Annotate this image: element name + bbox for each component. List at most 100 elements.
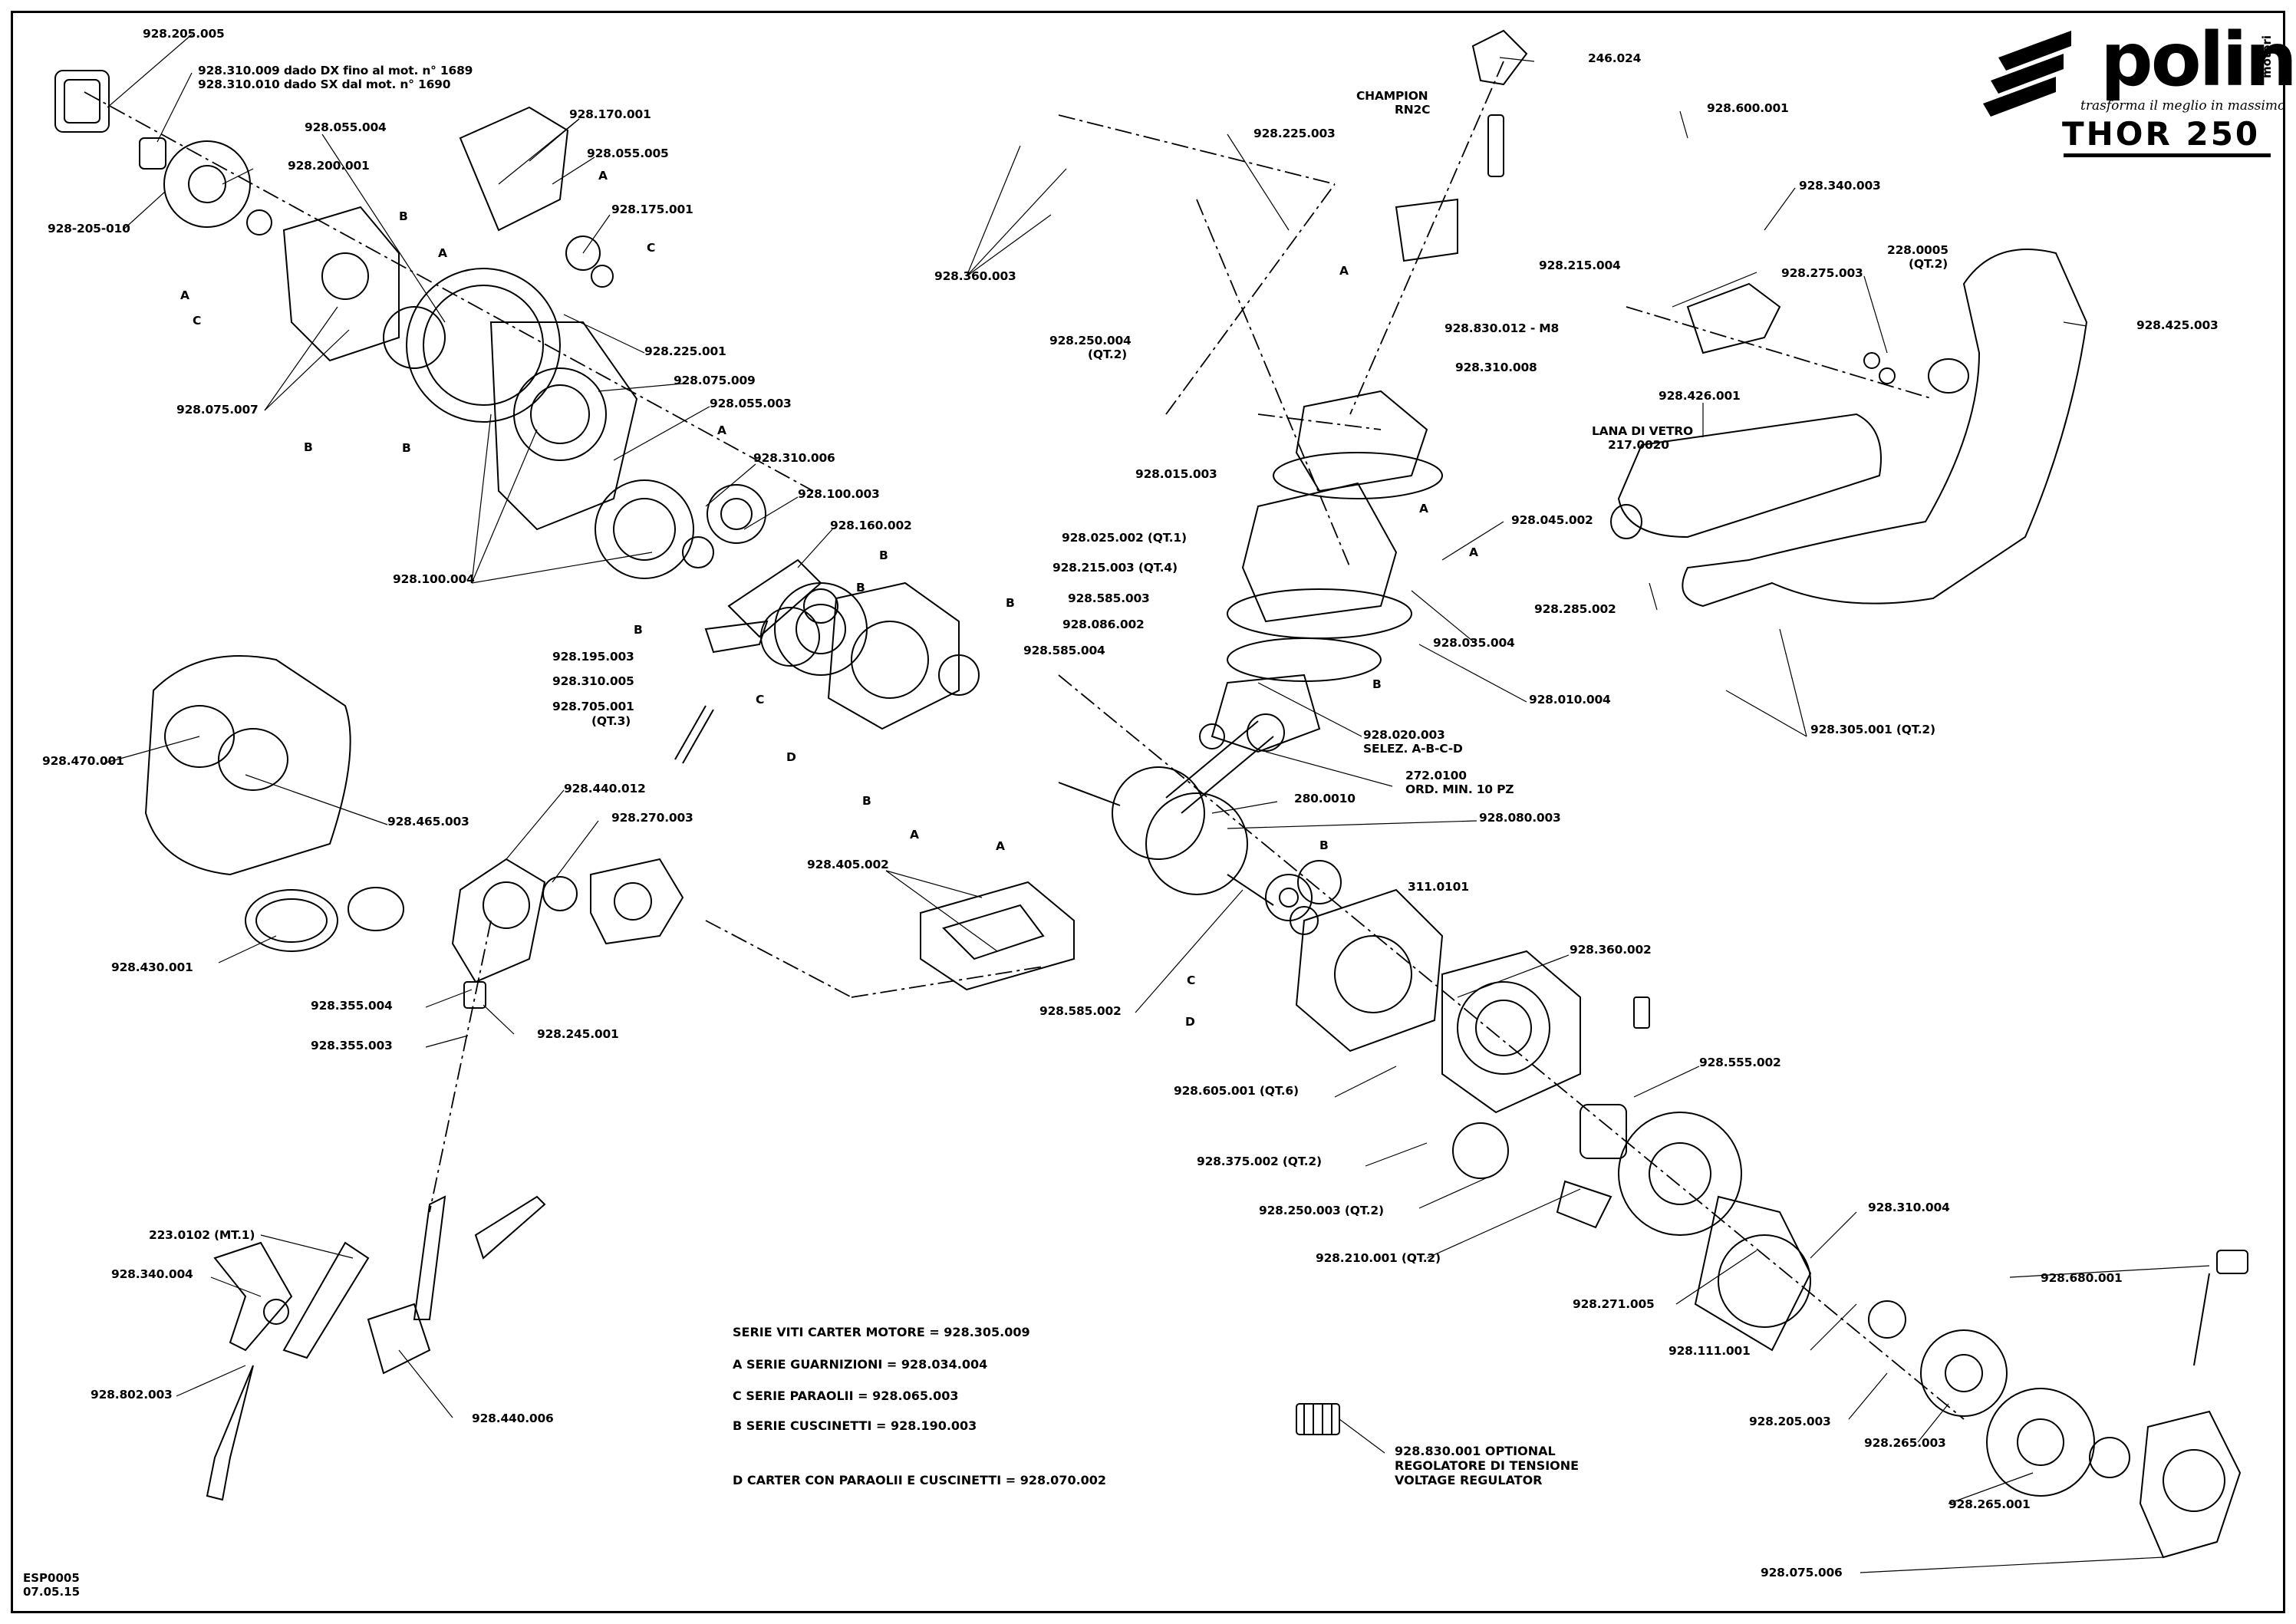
part-label: 928.265.003	[1864, 1436, 1946, 1450]
part-label: 928.215.003 (QT.4)	[1052, 561, 1178, 575]
part-label: 928.310.005	[552, 674, 634, 688]
part-label: 928.310.010 dado SX dal mot. n° 1690	[198, 77, 451, 91]
part-label: 928.111.001	[1668, 1344, 1751, 1358]
ref-letter: A	[910, 828, 919, 842]
ref-letter: B	[1372, 677, 1382, 691]
clutch-gear-group	[674, 558, 980, 764]
part-label: 928.205.005	[143, 27, 225, 41]
part-label: 928.405.002	[807, 858, 889, 871]
ref-letter: B	[304, 440, 313, 454]
part-label: 928.470.001	[42, 754, 124, 768]
part-label: 928.075.009	[674, 374, 756, 387]
part-label: 928.705.001	[552, 700, 634, 713]
part-label: 928.055.005	[587, 147, 669, 160]
regulator-en: VOLTAGE REGULATOR	[1395, 1473, 1543, 1487]
part-label: 217.0020	[1608, 438, 1669, 452]
brand-logo: polini	[2100, 17, 2296, 103]
part-label: 928.010.004	[1529, 693, 1611, 707]
part-label: (QT.2)	[1088, 348, 1128, 361]
regulator-group	[1296, 1403, 1340, 1435]
ref-letter: B	[1319, 838, 1329, 852]
part-label: 928.271.005	[1573, 1297, 1655, 1311]
note-crankcase: D CARTER CON PARAOLII E CUSCINETTI = 928…	[733, 1473, 1107, 1487]
part-label: 928.100.004	[393, 572, 475, 586]
model-underline	[2064, 153, 2271, 157]
ref-letter: B	[634, 623, 643, 637]
ref-letter: B	[856, 581, 865, 595]
ref-letter: C	[647, 241, 656, 255]
part-label: 928.680.001	[2041, 1271, 2123, 1285]
part-label: 928.080.003	[1479, 811, 1561, 825]
ref-letter: B	[399, 209, 408, 223]
part-label: 928.375.002 (QT.2)	[1197, 1155, 1322, 1168]
note-gaskets: A SERIE GUARNIZIONI = 928.034.004	[733, 1357, 988, 1372]
part-label: 928.245.001	[537, 1027, 619, 1041]
part-label: 928.075.007	[176, 403, 259, 417]
part-label: 928.426.001	[1659, 389, 1741, 403]
part-label: 928.360.002	[1570, 943, 1652, 957]
part-label: 928.465.003	[387, 815, 469, 828]
part-label: 928.440.012	[564, 782, 646, 796]
part-label: 928.250.004	[1049, 334, 1132, 348]
part-label: 928.035.004	[1433, 636, 1515, 650]
part-label: 928.425.003	[2136, 318, 2219, 332]
regulator-it: REGOLATORE DI TENSIONE	[1395, 1458, 1580, 1473]
part-label: (QT.3)	[591, 714, 631, 728]
model-title: THOR 250	[2062, 115, 2261, 153]
part-label: 228.0005	[1887, 243, 1948, 257]
part-label: 928.830.012 - M8	[1444, 321, 1560, 335]
ref-letter: A	[1469, 545, 1478, 559]
part-label: 928.225.003	[1253, 127, 1336, 140]
ref-letter: C	[1187, 973, 1196, 987]
polini-logo-mark	[1983, 31, 2071, 117]
part-label: 928.585.004	[1023, 644, 1105, 657]
part-label: RN2C	[1395, 103, 1431, 117]
part-label: 928.585.002	[1039, 1004, 1122, 1018]
part-label: 928.170.001	[569, 107, 651, 121]
part-label: 928.200.001	[288, 159, 370, 173]
ref-letter: C	[193, 314, 202, 328]
part-label: 928.250.003 (QT.2)	[1259, 1204, 1384, 1217]
ref-letter: A	[438, 246, 447, 260]
part-label: 928.360.003	[934, 269, 1016, 283]
leader-lines	[103, 34, 2210, 1573]
ref-letter: A	[996, 839, 1005, 853]
part-label: 928.310.006	[753, 451, 835, 465]
part-label: 928.215.004	[1539, 259, 1621, 272]
part-label: 928.086.002	[1062, 618, 1145, 631]
part-label: 928.020.003	[1363, 728, 1445, 742]
ref-letter: B	[879, 548, 888, 562]
document-code: ESP0005 07.05.15	[23, 1571, 80, 1599]
part-label: 928.160.002	[830, 519, 912, 532]
part-label: 928.195.003	[552, 650, 634, 664]
part-label: CHAMPION	[1356, 89, 1428, 103]
part-label: 928.055.004	[305, 120, 387, 134]
part-label: 928.275.003	[1781, 266, 1863, 280]
part-label: (QT.2)	[1909, 257, 1948, 271]
part-label: 928.555.002	[1699, 1056, 1781, 1069]
part-label: 928.310.004	[1868, 1201, 1950, 1214]
document-date: 07.05.15	[23, 1585, 81, 1599]
part-label: 928.605.001 (QT.6)	[1174, 1084, 1299, 1098]
part-label: 223.0102 (MT.1)	[149, 1228, 255, 1242]
part-label: 928.305.001 (QT.2)	[1810, 723, 1935, 736]
document-id: ESP0005	[23, 1571, 80, 1585]
part-label: 928.340.004	[111, 1267, 193, 1281]
crankshaft	[1058, 713, 1342, 935]
ref-letter: D	[1185, 1015, 1195, 1029]
part-label: 928.355.004	[311, 999, 393, 1013]
part-label: 928.310.008	[1455, 361, 1537, 374]
reed-valve	[920, 881, 1075, 991]
note-screws: SERIE VITI CARTER MOTORE = 928.305.009	[733, 1325, 1030, 1339]
drawing-frame	[11, 11, 2285, 1613]
part-label: 928-205-010	[48, 222, 130, 236]
part-label: 928.210.001 (QT.2)	[1316, 1251, 1441, 1265]
part-label: 928.045.002	[1511, 513, 1593, 527]
ref-letter: D	[786, 750, 796, 764]
brand-tagline: trasforma il meglio in massimo	[2080, 98, 2286, 114]
part-label: 928.015.003	[1135, 467, 1217, 481]
right-crankcase-group	[1295, 888, 2248, 1559]
part-label: 928.205.003	[1749, 1415, 1831, 1428]
part-label: 928.285.002	[1534, 602, 1616, 616]
